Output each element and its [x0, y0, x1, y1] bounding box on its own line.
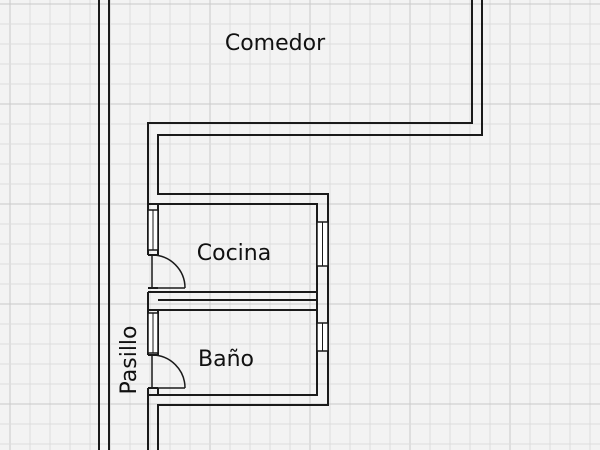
comedor-wall	[147, 0, 483, 450]
cocina-right-window	[316, 221, 329, 267]
bano-door	[148, 354, 186, 389]
room-label-pasillo: Pasillo	[117, 325, 142, 394]
room-label-cocina: Cocina	[197, 241, 271, 266]
room-label-bano: Baño	[198, 347, 254, 372]
bano-left-window	[147, 312, 159, 354]
bano-right-window	[316, 322, 329, 352]
hallway-outer-wall	[98, 0, 110, 450]
cocina-left-window	[147, 209, 159, 251]
room-label-comedor: Comedor	[225, 31, 326, 56]
cocina-door	[148, 254, 186, 289]
